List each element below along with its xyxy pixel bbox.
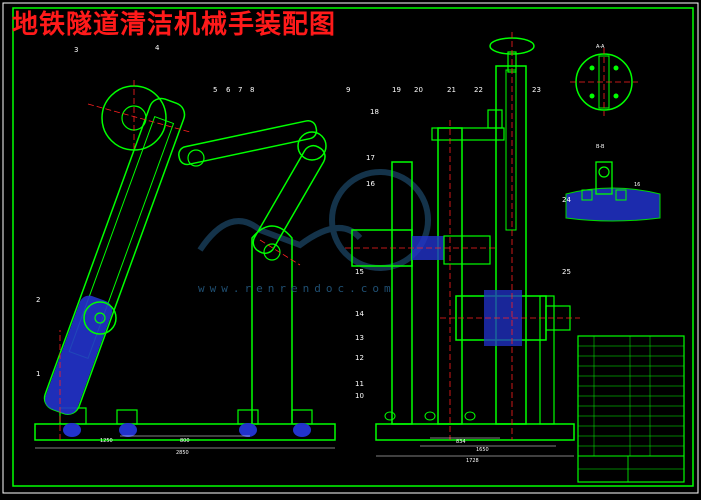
part-label: 20 <box>414 86 423 94</box>
part-label: 21 <box>447 86 456 94</box>
dimension-left-mid: 800 <box>180 438 190 444</box>
dimension-left-seg: 1250 <box>100 438 113 444</box>
section-a-a-label: A-A <box>596 44 605 50</box>
part-label: 4 <box>155 44 160 52</box>
part-label: 2 <box>36 296 40 304</box>
outer-frame <box>2 2 699 494</box>
dimension-right-inner: 834 <box>456 439 466 445</box>
part-label: 12 <box>355 354 364 362</box>
part-label: 9 <box>346 86 350 94</box>
part-label: 18 <box>370 108 379 116</box>
part-label: 5 <box>213 86 217 94</box>
part-label: 25 <box>562 268 571 276</box>
part-label: 10 <box>355 392 364 400</box>
part-label: 8 <box>250 86 254 94</box>
dimension-left-overall: 2850 <box>176 450 189 456</box>
part-label: 24 <box>562 196 571 204</box>
part-label: 6 <box>226 86 231 94</box>
dimension-right-mid: 1650 <box>476 447 489 453</box>
part-label: 14 <box>355 310 364 318</box>
inner-frame <box>12 7 694 487</box>
part-number-labels: 1 2 3 4 5 6 7 8 9 10 11 12 13 14 15 16 1… <box>36 44 571 400</box>
part-label: 3 <box>74 46 78 54</box>
watermark-logo <box>197 169 431 271</box>
drawing-title: 地铁隧道清洁机械手装配图 <box>12 10 337 40</box>
part-label: 13 <box>355 334 364 342</box>
section-b-b-label: B-B <box>596 144 605 150</box>
part-label: 23 <box>532 86 541 94</box>
section-b-b <box>565 161 661 222</box>
part-label: 19 <box>392 86 401 94</box>
part-label: 7 <box>238 86 242 94</box>
title-block <box>577 335 685 483</box>
left-view <box>34 80 336 449</box>
right-view <box>345 32 580 457</box>
part-label: 11 <box>355 380 364 388</box>
part-label: 1 <box>36 370 40 378</box>
dimension-right-overall: 1728 <box>466 458 479 464</box>
part-label: 17 <box>366 154 375 162</box>
part-label: 22 <box>474 86 483 94</box>
part-label: 15 <box>355 268 364 276</box>
watermark-url: www.renrendoc.com <box>198 282 396 295</box>
section-a-a <box>570 48 638 116</box>
detail-16-label: 16 <box>634 182 640 188</box>
part-label: 16 <box>366 180 375 188</box>
